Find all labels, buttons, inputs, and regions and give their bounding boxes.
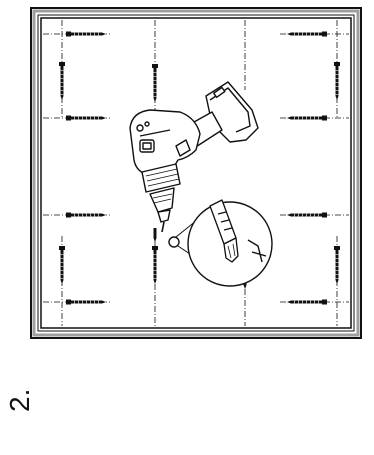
screw-icon bbox=[152, 246, 158, 284]
step-number: 2. bbox=[6, 384, 34, 430]
screw-icon bbox=[334, 62, 340, 100]
screw-icon bbox=[66, 300, 106, 305]
screw-icon bbox=[287, 300, 327, 305]
panel-frame bbox=[31, 8, 361, 338]
screw-icon bbox=[66, 213, 106, 218]
screw-row-top bbox=[66, 32, 327, 37]
screw-icon bbox=[59, 62, 65, 100]
screw-icon bbox=[287, 116, 327, 121]
screw-icon bbox=[59, 246, 65, 284]
screw-row-upper bbox=[66, 116, 327, 121]
screw-icon bbox=[287, 32, 327, 37]
screw-icon bbox=[152, 64, 158, 102]
screw-icon bbox=[66, 116, 106, 121]
screw-row-bottom bbox=[66, 300, 327, 305]
screw-row-lower bbox=[66, 213, 327, 218]
screw-icon bbox=[287, 213, 327, 218]
screw-icon bbox=[66, 32, 106, 37]
guide-lines bbox=[43, 20, 349, 326]
screw-icon bbox=[154, 228, 157, 242]
screw-icon bbox=[334, 246, 340, 284]
torx-bit-detail bbox=[176, 200, 272, 286]
